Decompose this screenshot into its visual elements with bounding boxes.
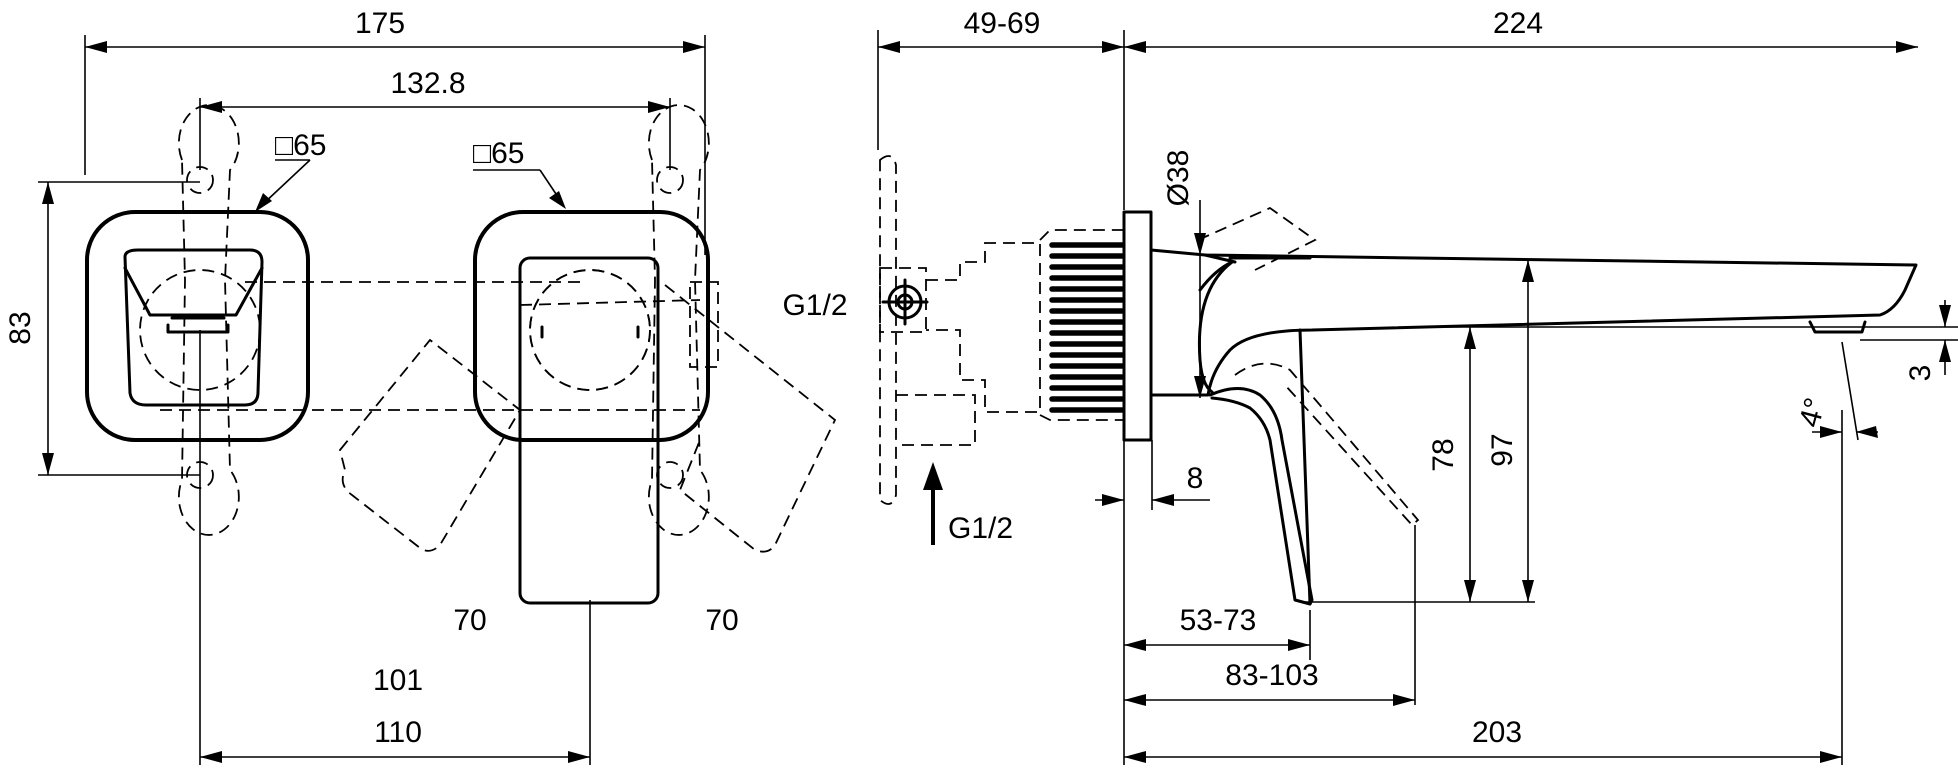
- dim-overall-width: [85, 41, 705, 53]
- dim-flange-thickness: [1095, 494, 1210, 506]
- dim-depth-101-label: 101: [373, 664, 423, 697]
- lever-rotation-right-label: 70: [705, 604, 738, 637]
- dim-offset-110-label: 110: [374, 716, 422, 749]
- dim-height: [42, 182, 54, 475]
- side-extension-lines: [877, 30, 1958, 765]
- dim-total-projection: [1124, 751, 1842, 763]
- dim-spout-height-97-label: 97: [1486, 433, 1519, 466]
- mounting-plate-outline: [160, 104, 710, 536]
- dim-lever-reach-83-103-label: 83-103: [1225, 659, 1318, 692]
- rosette-diameter-label: Ø38: [1162, 150, 1195, 207]
- front-extension-lines: [38, 35, 706, 765]
- dim-spout-height-78-label: 78: [1427, 438, 1460, 471]
- dim-wall-depth: [878, 41, 1124, 53]
- lever-rotation-left-label: 70: [453, 604, 486, 637]
- inlet-thread-side-label: G1/2: [782, 289, 847, 322]
- dim-spout-height-97: [1522, 260, 1534, 602]
- diverter-plate-left: [85, 210, 310, 442]
- dim-spout-length: [1124, 41, 1918, 53]
- inlet-arrow: [923, 462, 943, 545]
- threaded-sleeve: [1049, 242, 1125, 413]
- dim-lever-reach-53-73: [1124, 639, 1310, 651]
- side-view: 49-69 224: [782, 7, 1958, 765]
- dim-total-projection-label: 203: [1472, 716, 1522, 749]
- dim-lever-reach-83-103: [1124, 694, 1415, 706]
- plate-square-right-label: □65: [473, 137, 525, 170]
- dim-spout-height-78: [1464, 327, 1476, 602]
- dim-overall-width-label: 175: [355, 7, 405, 40]
- mixer-plate-right: [339, 210, 837, 605]
- dim-wall-depth-label: 49-69: [964, 7, 1041, 40]
- front-view: 175 132.8 83 □65 □65: [4, 7, 837, 765]
- side-lever: [1197, 206, 1420, 606]
- dim-outlet-angle: [1812, 341, 1878, 441]
- dim-outlet-height-3: [1939, 300, 1951, 375]
- dim-outlet-height-3-label: 3: [1904, 365, 1937, 382]
- dim-spout-length-label: 224: [1493, 7, 1543, 40]
- dim-hole-spacing: [200, 101, 670, 113]
- spout: [1149, 248, 1918, 397]
- plate-square-left-label: □65: [275, 129, 327, 162]
- dim-outlet-angle-label: 4°: [1793, 394, 1832, 430]
- dim-offset-110: [200, 751, 590, 763]
- dim-lever-reach-53-73-label: 53-73: [1180, 604, 1257, 637]
- dim-flange-thickness-label: 8: [1187, 462, 1204, 495]
- wall-flange: [1122, 210, 1153, 442]
- dim-height-label: 83: [4, 311, 37, 344]
- inlet-thread-bottom-label: G1/2: [948, 512, 1013, 545]
- rough-in-body: [879, 155, 1124, 505]
- dim-hole-spacing-label: 132.8: [390, 67, 465, 100]
